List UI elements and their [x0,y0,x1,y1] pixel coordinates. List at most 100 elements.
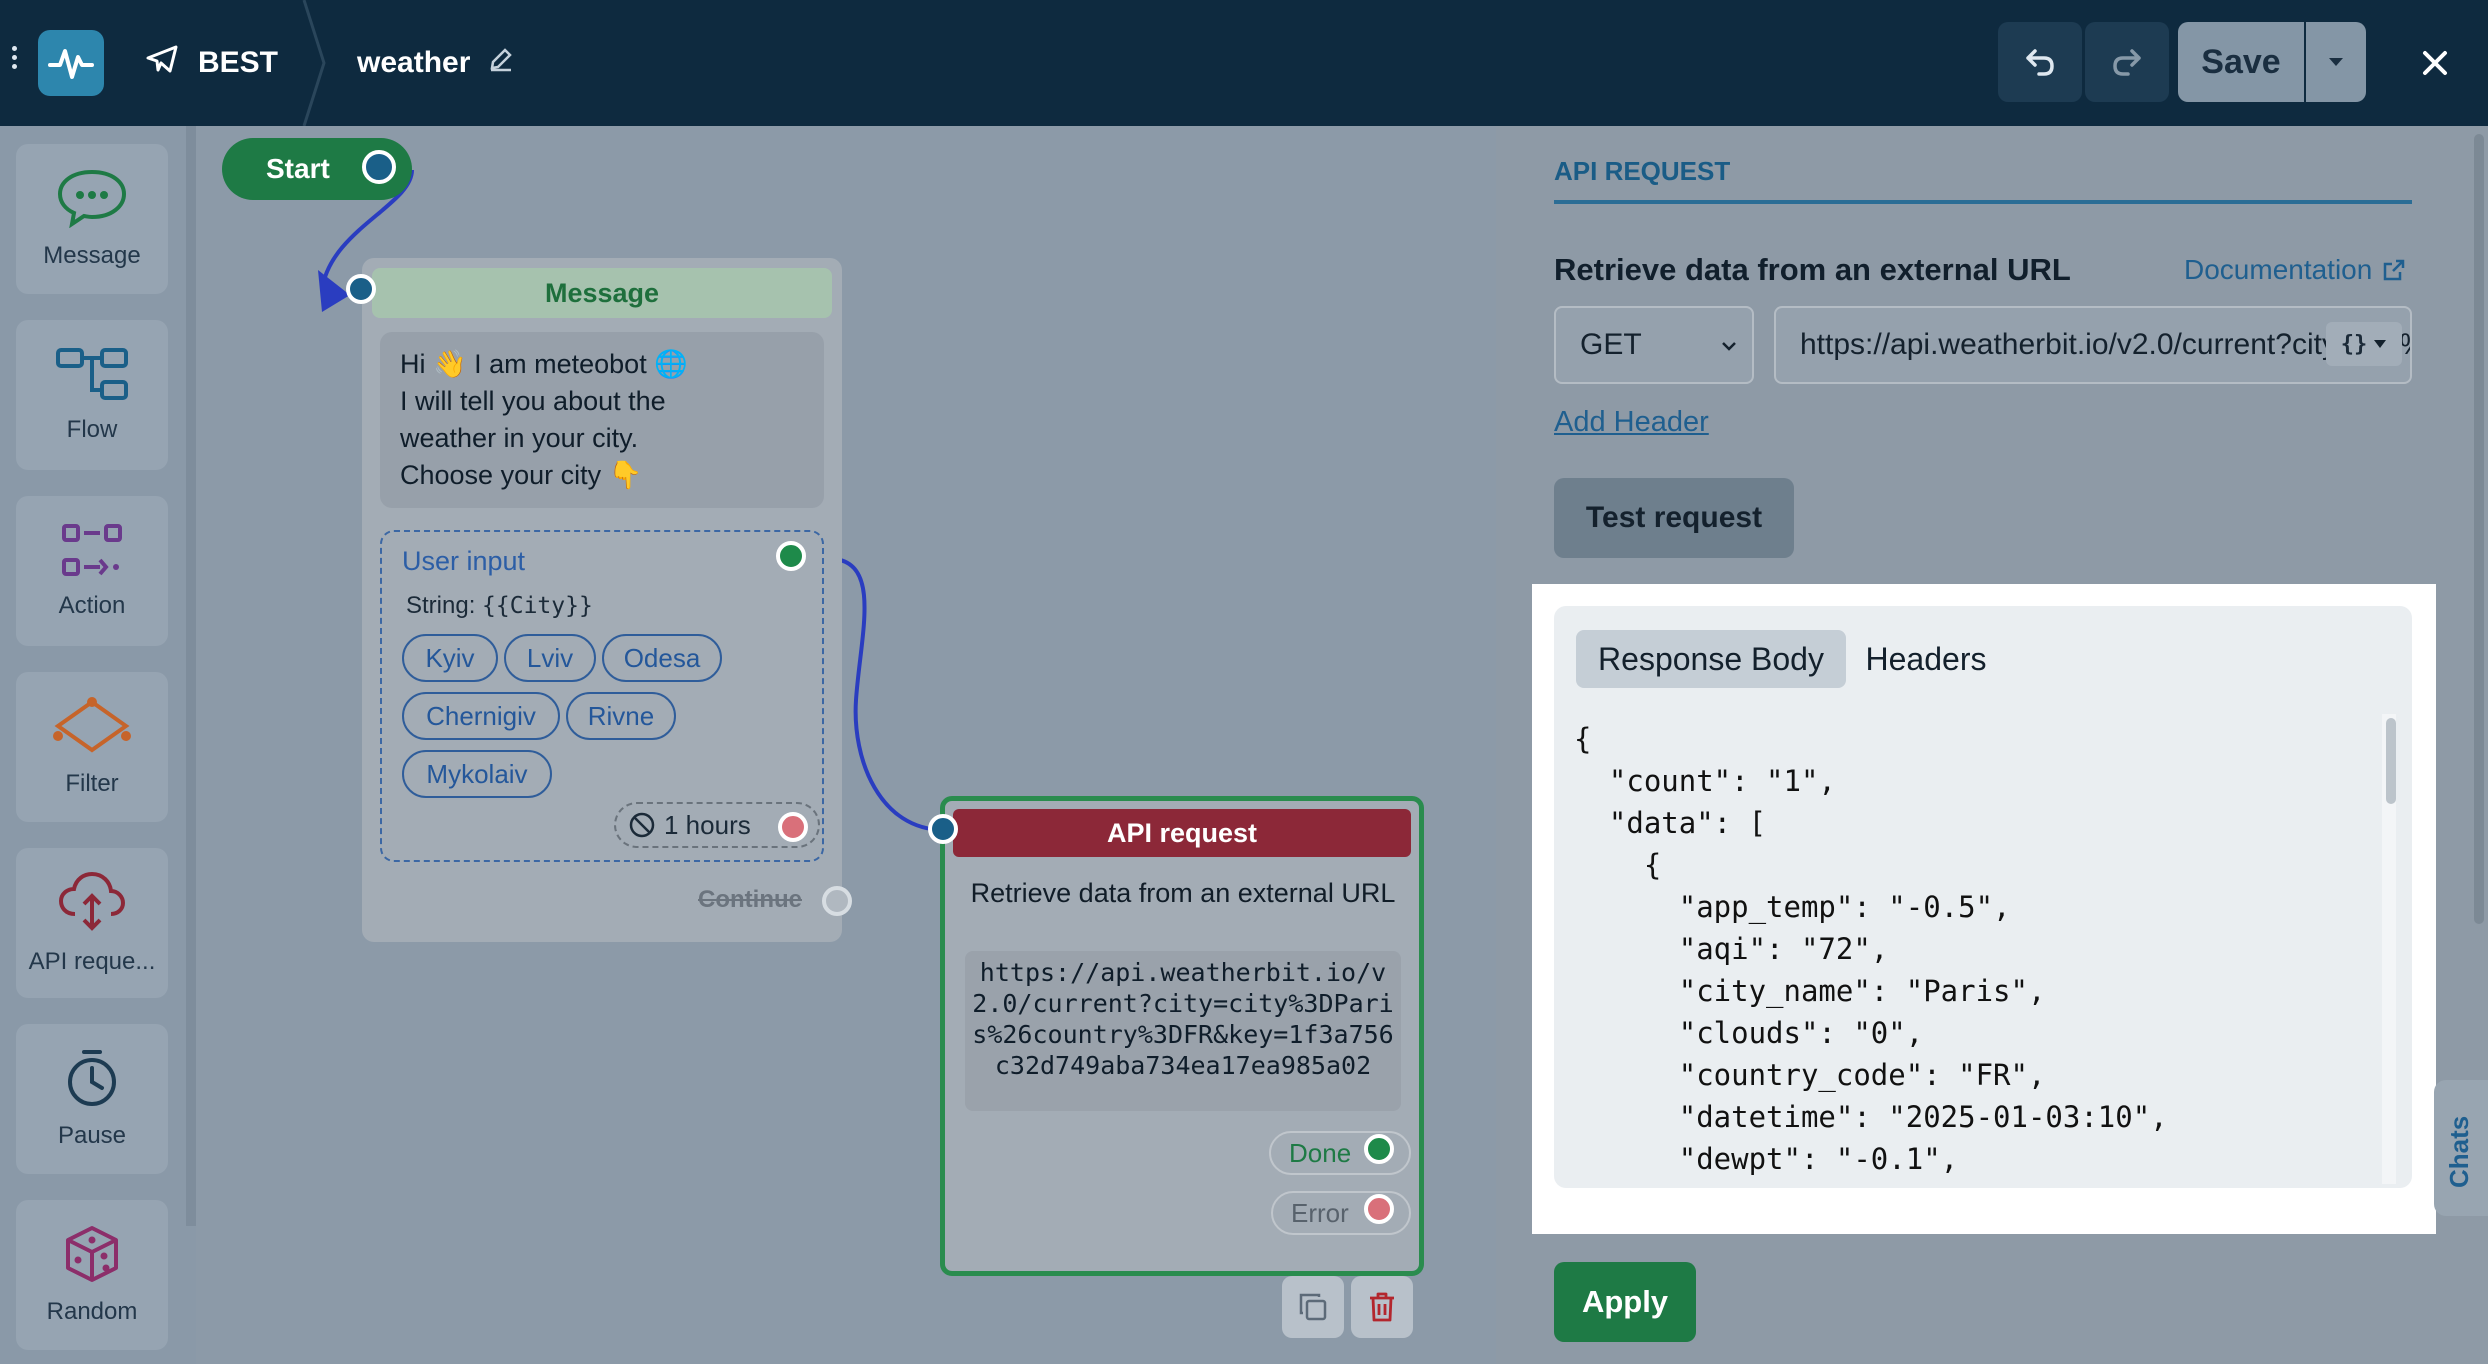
save-options-button[interactable] [2306,22,2366,102]
undo-icon [2026,49,2054,76]
palette-label: Flow [66,416,118,443]
action-icon [62,524,122,576]
done-output-port[interactable] [1364,1134,1394,1164]
variable-name: {{City}} [482,593,593,619]
continue-label: Continue [698,886,802,913]
palette-filter[interactable]: Filter [16,672,168,822]
user-input-output-port[interactable] [776,541,806,571]
http-method-select[interactable]: GET [1554,306,1754,384]
error-label: Error [1291,1197,1349,1228]
message-node[interactable]: Message Hi 👋 I am meteobot 🌐 I will tell… [362,258,842,942]
flow-name[interactable]: weather [357,40,514,86]
palette-label: Message [43,242,141,269]
timeout-label: 1 hours [664,809,751,840]
message-icon [57,169,127,228]
error-output-chip[interactable]: Error [1271,1191,1411,1235]
api-request-icon [58,871,126,931]
option-chip[interactable]: Mykolaiv [402,750,552,798]
api-request-node[interactable]: API request Retrieve data from an extern… [940,796,1424,1276]
user-input-variable: String: {{City}} [406,592,593,620]
apply-button[interactable]: Apply [1554,1262,1696,1342]
tab-headers[interactable]: Headers [1865,640,1987,677]
continue-output-port[interactable] [822,886,852,916]
option-chip[interactable]: Lviv [504,634,596,682]
palette-label: Filter [65,770,119,797]
edit-pencil-icon[interactable] [488,46,514,80]
palette-action[interactable]: Action [16,496,168,646]
url-input[interactable]: https://api.weatherbit.io/v2.0/current?c… [1774,306,2412,384]
palette-label: Action [58,592,126,619]
message-line: weather in your city. [400,423,639,453]
palette-label: Random [46,1298,138,1325]
option-chip[interactable]: Odesa [602,634,722,682]
api-node-url: https://api.weatherbit.io/v2.0/current?c… [965,951,1401,1111]
api-node-description: Retrieve data from an external URL [970,878,1396,908]
chats-label[interactable]: Chats [2444,1115,2474,1188]
breadcrumb-separator-icon [302,0,326,126]
copy-icon [1299,1293,1327,1321]
api-node-title: API request [953,809,1411,857]
insert-variable-button[interactable]: {} [2326,322,2402,366]
tab-response-body[interactable]: Response Body [1576,630,1846,688]
panel-scrollbar[interactable] [2474,134,2484,924]
option-chip[interactable]: Chernigiv [402,692,560,740]
user-input-title: User input [402,546,526,576]
chats-side-tab[interactable] [2434,1080,2488,1216]
documentation-label: Documentation [2184,254,2373,285]
palette-api-request[interactable]: API reque... [16,848,168,998]
palette-pause[interactable]: Pause [16,1024,168,1174]
trash-icon [1370,1292,1394,1322]
response-scrollbar[interactable] [2382,714,2396,1184]
message-node-title: Message [372,268,832,318]
test-request-button[interactable]: Test request [1554,478,1794,558]
redo-button[interactable] [2085,22,2169,102]
close-icon [2423,51,2447,75]
timeout-chip[interactable]: 1 hours [614,802,820,848]
message-line: Hi 👋 I am meteobot 🌐 [400,349,688,379]
variable-type: String: [406,592,476,619]
option-chip[interactable]: Kyiv [402,634,498,682]
more-menu-icon[interactable] [12,42,20,82]
option-chip[interactable]: Rivne [566,692,676,740]
api-input-port[interactable] [928,814,958,844]
palette-message[interactable]: Message [16,144,168,294]
close-button[interactable] [2404,32,2466,94]
chevron-down-icon [2329,58,2343,66]
done-output-chip[interactable]: Done [1269,1131,1411,1175]
duplicate-node-button[interactable] [1282,1276,1344,1338]
response-scroll-thumb[interactable] [2386,718,2396,804]
chevron-down-icon [1722,342,1736,351]
top-bar: BEST weather Save [0,0,2488,126]
response-viewer: Response Body Headers { "count": "1", "d… [1554,606,2412,1188]
chevron-down-icon [2374,340,2387,348]
palette-divider [186,126,196,1226]
save-button[interactable]: Save [2178,22,2304,102]
tab-underline [1554,200,2412,204]
redo-icon [2113,49,2141,76]
start-output-port[interactable] [362,150,396,184]
message-line: Choose your city 👇 [400,460,643,490]
palette-flow[interactable]: Flow [16,320,168,470]
bot-name: BEST [198,46,279,79]
documentation-link[interactable]: Documentation [2184,254,2406,286]
start-label: Start [266,153,330,184]
message-input-port[interactable] [346,274,376,304]
palette-random[interactable]: Random [16,1200,168,1350]
tab-api-request[interactable]: API REQUEST [1554,156,1731,186]
response-json: { "count": "1", "data": [ { "app_temp": … [1574,722,2168,1176]
undo-button[interactable] [1998,22,2082,102]
error-output-port[interactable] [1364,1194,1394,1224]
braces-icon: {} [2340,331,2368,357]
palette-label: API reque... [28,948,156,975]
timeout-output-port[interactable] [778,812,808,842]
app-logo-icon[interactable] [38,30,104,96]
panel-title: Retrieve data from an external URL [1554,252,2071,287]
filter-icon [53,697,131,753]
message-line: I will tell you about the [400,386,666,416]
add-header-link[interactable]: Add Header [1554,406,1709,438]
random-icon [66,1226,118,1282]
bot-selector[interactable]: BEST [146,40,278,86]
delete-node-button[interactable] [1351,1276,1413,1338]
no-entry-icon [629,812,655,838]
user-input-block[interactable]: User input String: {{City}} Kyiv Lviv Od… [380,530,824,862]
